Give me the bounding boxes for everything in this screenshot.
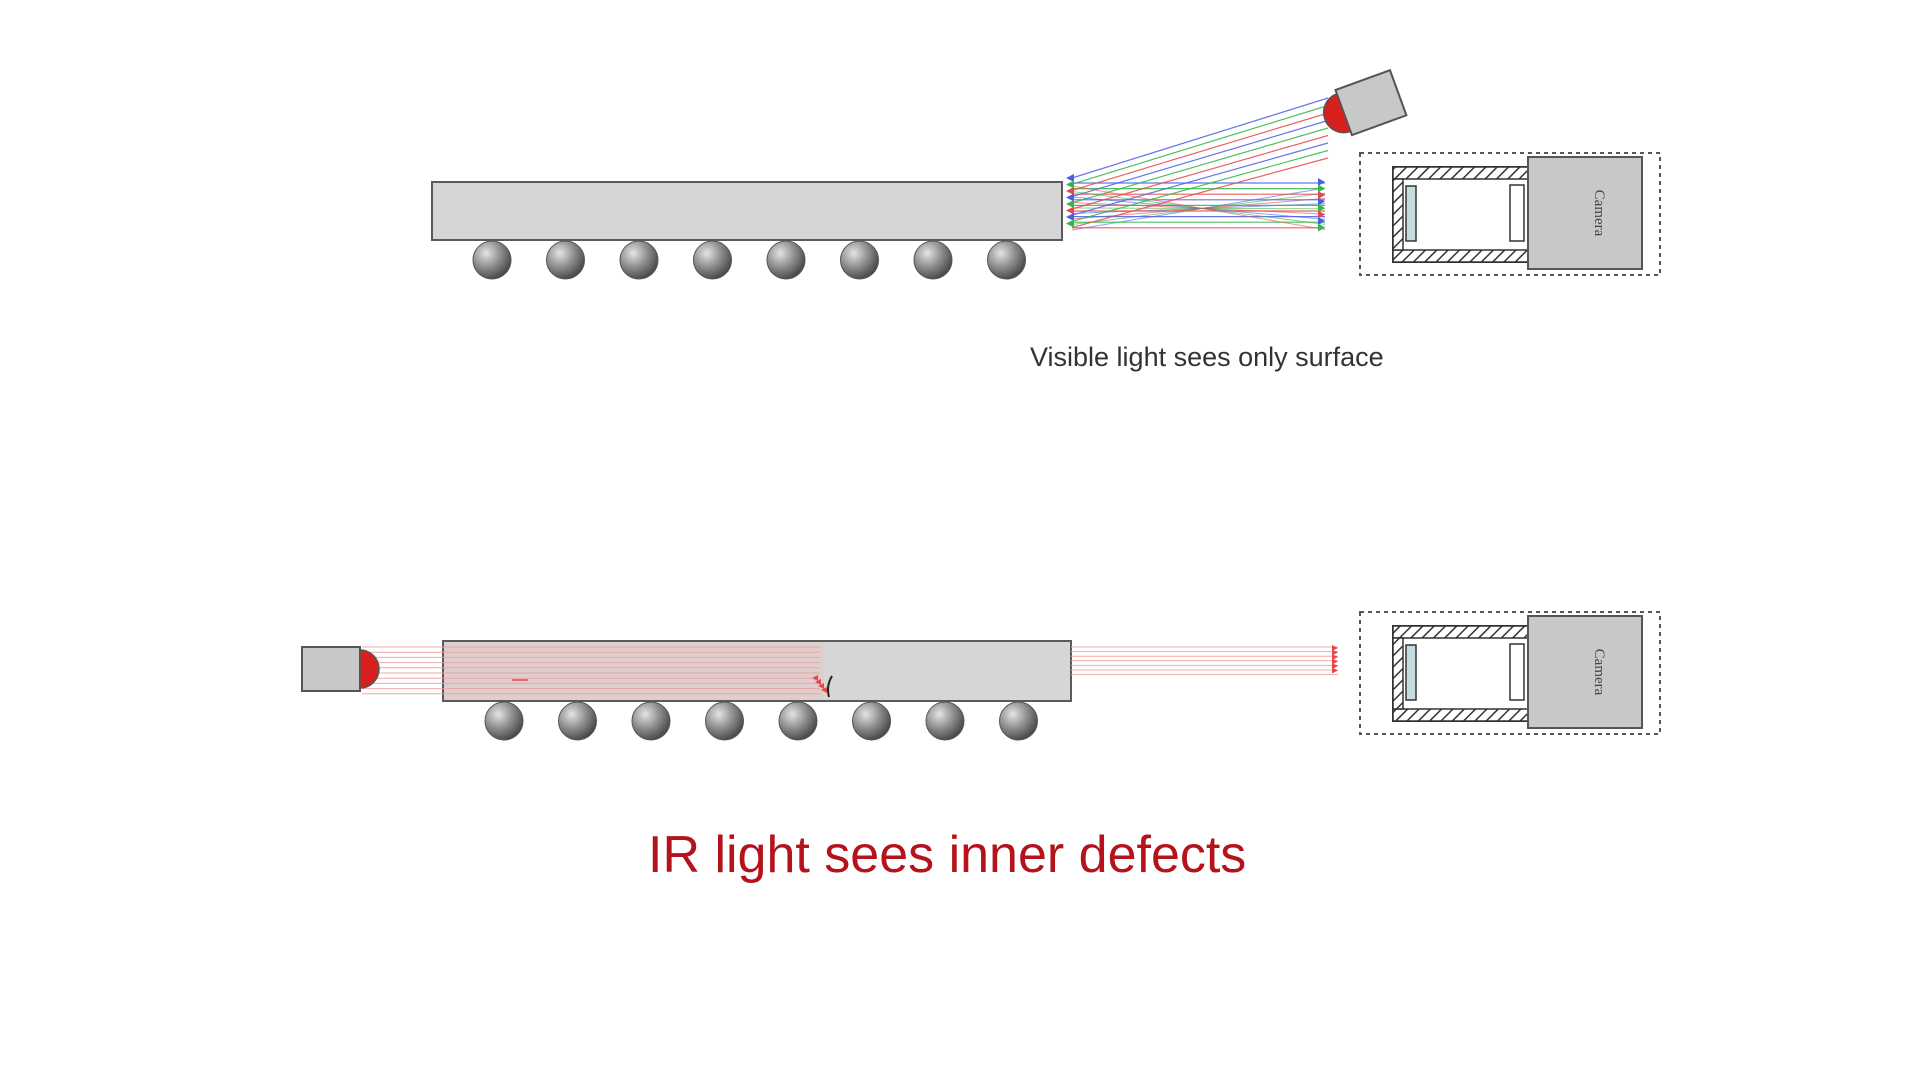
edge-marker <box>1066 219 1074 228</box>
solder-ball <box>999 701 1038 741</box>
solder-ball <box>766 240 806 280</box>
bottom-setup: Camera <box>301 611 1661 741</box>
inner-defect-crack <box>827 675 833 698</box>
camera-label-top: Camera <box>1591 190 1607 237</box>
visible-light-source-icon <box>1322 68 1408 137</box>
solder-ball <box>778 701 818 741</box>
defect-marker <box>821 687 827 693</box>
ir-arrival-marker <box>1332 649 1338 656</box>
visible-light-rays <box>1071 97 1329 231</box>
solder-ball <box>558 701 597 741</box>
caption-visible-light: Visible light sees only surface <box>1030 342 1384 372</box>
solder-ball <box>472 240 512 280</box>
solder-ball <box>925 701 965 741</box>
solder-balls-bottom <box>484 701 1038 741</box>
incident-ray <box>1071 149 1329 222</box>
solder-balls-top <box>472 240 1026 280</box>
scattered-ray <box>1071 185 1326 231</box>
solder-ball <box>987 240 1026 280</box>
solder-ball <box>705 701 744 741</box>
solder-ball <box>913 240 953 280</box>
camera-assembly-top: Camera <box>1359 152 1661 276</box>
edge-marker <box>1066 174 1074 182</box>
edge-marker <box>1066 206 1074 215</box>
arrival-marker <box>1318 217 1325 225</box>
chip-package-top <box>431 181 1063 241</box>
solder-ball <box>852 701 891 741</box>
camera-body-bottom <box>1527 615 1643 729</box>
defect-marker <box>812 675 818 681</box>
incident-ray <box>1071 104 1329 185</box>
ir-arrival-marker <box>1332 658 1338 665</box>
edge-marker <box>1066 187 1074 195</box>
arrival-marker <box>1318 197 1325 206</box>
ray-arrival-markers <box>1318 178 1325 232</box>
ir-arrival-marker <box>1332 645 1338 651</box>
ir-arrival-marker <box>1332 654 1338 660</box>
incident-ray <box>1071 142 1329 216</box>
incident-ray <box>1071 119 1329 198</box>
incident-ray <box>1071 112 1329 191</box>
arrival-marker <box>1318 210 1325 219</box>
solder-ball <box>631 701 671 741</box>
solder-ball <box>546 240 585 280</box>
camera-assembly-bottom: Camera <box>1359 611 1661 735</box>
surface-reflection-markers <box>1066 174 1074 228</box>
ir-arrival-markers <box>1332 645 1338 674</box>
defect-marker <box>818 683 824 689</box>
edge-marker <box>1066 193 1074 202</box>
edge-marker <box>1066 200 1074 208</box>
arrival-marker <box>1318 191 1325 199</box>
incident-ray <box>1071 97 1329 179</box>
solder-ball <box>840 240 879 280</box>
ir-light-rays <box>362 646 1338 695</box>
ir-arrival-marker <box>1332 663 1338 669</box>
arrival-marker <box>1318 204 1325 212</box>
caption-ir-light: IR light sees inner defects <box>648 826 1247 884</box>
solder-ball <box>619 240 659 280</box>
arrival-marker <box>1318 178 1325 186</box>
incident-ray <box>1071 127 1329 204</box>
arrival-marker <box>1318 184 1325 193</box>
solder-ball <box>484 701 524 741</box>
camera-label-bottom: Camera <box>1591 649 1607 696</box>
top-setup: Camera <box>431 68 1661 280</box>
camera-body-top <box>1527 156 1643 270</box>
defect-reflection-markers <box>812 675 827 693</box>
incident-ray <box>1071 157 1329 229</box>
edge-marker <box>1066 180 1074 189</box>
ir-arrival-marker <box>1332 667 1338 674</box>
ir-light-source-icon <box>301 646 380 692</box>
arrival-marker <box>1318 223 1325 232</box>
edge-marker <box>1066 213 1074 221</box>
defect-marker <box>815 679 821 685</box>
solder-ball <box>693 240 732 280</box>
